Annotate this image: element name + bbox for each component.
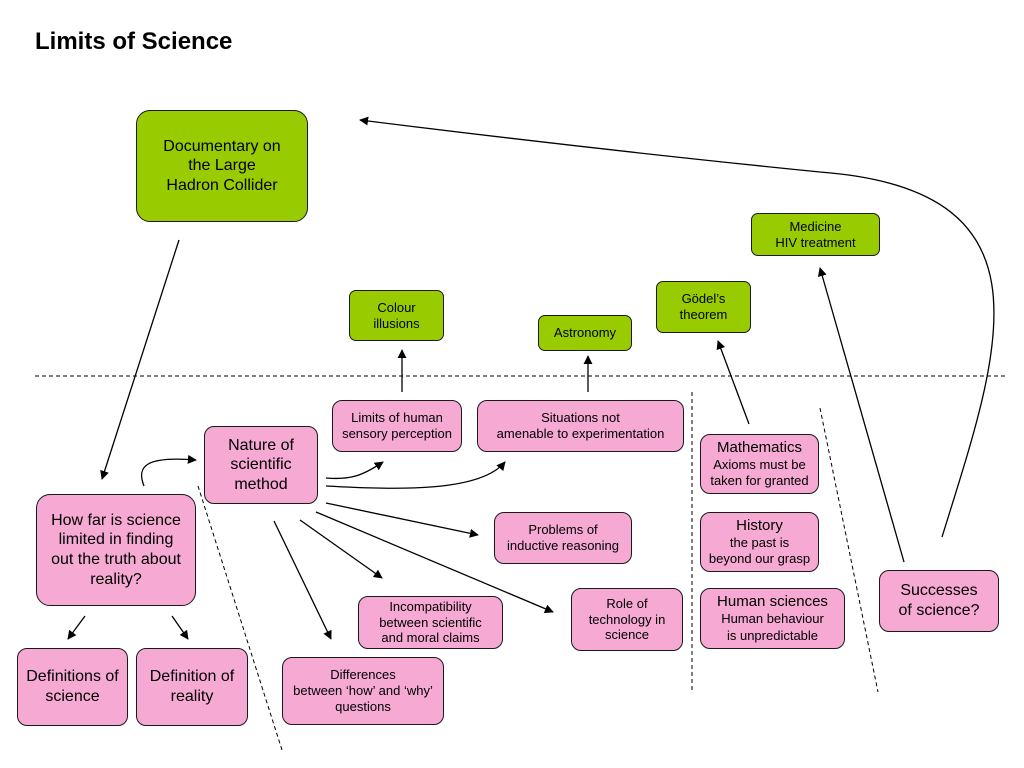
colour-illusions-node: Colour illusions [349, 290, 444, 341]
nature-method-node: Nature of scientific method [204, 426, 318, 504]
inductive-node: Problems of inductive reasoning [494, 512, 632, 564]
incompatibility-node: Incompatibility between scientific and m… [358, 596, 503, 649]
arrow-maths-to-godel [716, 340, 750, 425]
arrow-nature-to-inductive [325, 502, 479, 538]
history-node: History the past is beyond our grasp [700, 512, 819, 572]
medicine-node: Medicine HIV treatment [751, 213, 880, 256]
arrow-documentary-to-howfar [100, 239, 180, 480]
mathematics-title: Mathematics [716, 438, 803, 456]
arrow-nature-to-situations [325, 461, 506, 489]
history-sub: the past is beyond our grasp [708, 534, 811, 567]
definitions-science-node: Definitions of science [17, 648, 128, 726]
arrow-nature-to-limits [325, 461, 384, 480]
arrow-howfar-to-nature [140, 454, 197, 487]
arrow-howfar-to-defscience [67, 615, 86, 640]
arrow-successes-to-medicine [817, 267, 905, 563]
godel-node: Gödel’s theorem [656, 281, 751, 333]
history-title: History [736, 516, 783, 534]
documentary-node: Documentary on the Large Hadron Collider [136, 110, 308, 222]
human-sciences-sub: Human behaviour is unpredictable [721, 611, 824, 643]
mathematics-node: Mathematics Axioms must be taken for gra… [700, 434, 819, 494]
human-sciences-node: Human sciences Human behaviour is unpred… [700, 588, 845, 649]
human-sciences-title: Human sciences [717, 593, 828, 611]
how-far-node: How far is science limited in finding ou… [36, 494, 196, 606]
arrow-successes-to-documentary [359, 116, 995, 538]
divider-right [819, 407, 879, 693]
successes-node: Successes of science? [879, 570, 999, 632]
situations-node: Situations not amenable to experimentati… [477, 400, 684, 452]
page-title: Limits of Science [35, 28, 233, 55]
limits-human-node: Limits of human sensory perception [332, 400, 462, 452]
how-why-node: Differences between ‘how’ and ‘why’ ques… [282, 657, 444, 725]
technology-node: Role of technology in science [571, 588, 683, 651]
mathematics-sub: Axioms must be taken for granted [710, 456, 809, 489]
arrow-nature-to-technology [315, 511, 554, 613]
arrow-howfar-to-defreality [171, 615, 189, 640]
astronomy-node: Astronomy [538, 315, 632, 351]
definition-reality-node: Definition of reality [136, 648, 248, 726]
arrow-nature-to-incompat [299, 519, 383, 579]
arrow-nature-to-howwhy [273, 520, 332, 640]
